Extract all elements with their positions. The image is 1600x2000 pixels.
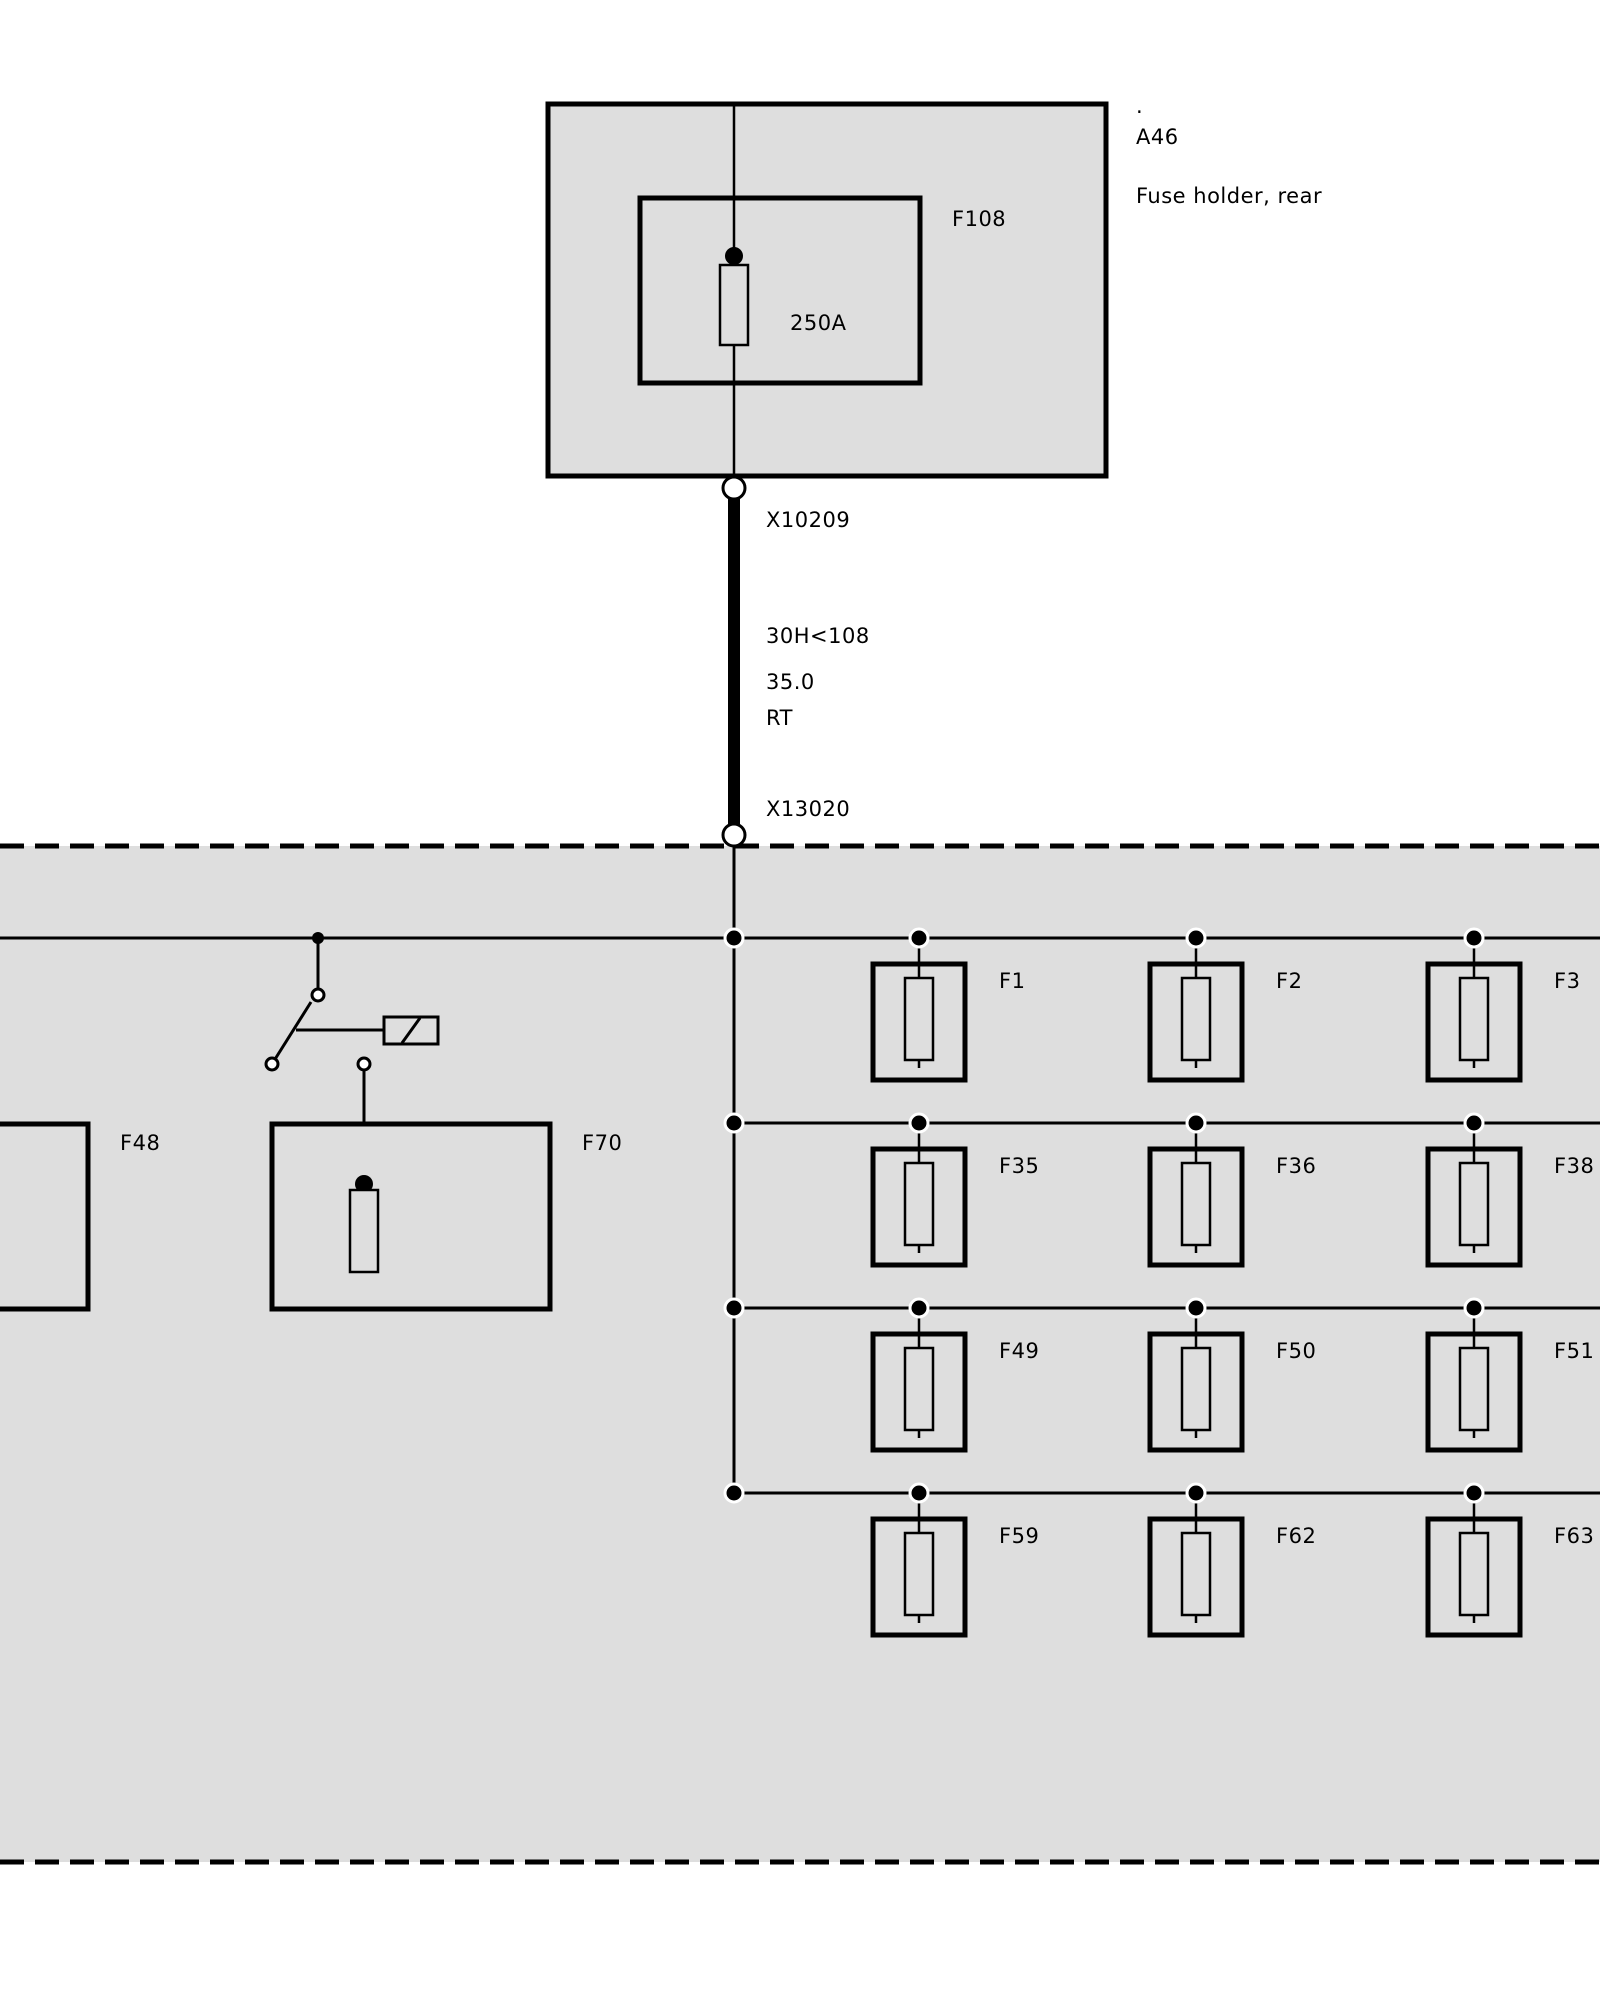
junction-dot [1185, 927, 1207, 949]
relay-switch-arm [270, 1001, 313, 1065]
fuse-f35-label: F35 [999, 1154, 1039, 1178]
wire-code: 30H<108 [766, 624, 870, 648]
fuse-f51-symbol [1458, 1346, 1490, 1432]
fuse-f62-label: F62 [1276, 1524, 1316, 1548]
fuse-f62-symbol [1180, 1531, 1212, 1617]
module-id: A46 [1136, 125, 1179, 149]
fuse-f63-label: F63 [1554, 1524, 1594, 1548]
junction-dot [1463, 1112, 1485, 1134]
fuse-f51-label: F51 [1554, 1339, 1594, 1363]
connector-bottom-label: X13020 [766, 797, 850, 821]
junction-dot [1463, 927, 1485, 949]
junction-dot [1463, 1297, 1485, 1319]
main-fuse-symbol [718, 263, 750, 347]
fuse-f70-label: F70 [582, 1131, 622, 1155]
relay-contact-icon [310, 987, 326, 1003]
connector-top-label: X10209 [766, 508, 850, 532]
fuse-f38-symbol [1458, 1161, 1490, 1247]
fuse-f2-label: F2 [1276, 969, 1302, 993]
fuse-f50-label: F50 [1276, 1339, 1316, 1363]
fuse-f63-symbol [1458, 1531, 1490, 1617]
junction-dot [723, 927, 745, 949]
fuse-f3-label: F3 [1554, 969, 1580, 993]
junction-dot [1463, 1482, 1485, 1504]
relay-contact-icon [264, 1056, 280, 1072]
fuse-f2-symbol [1180, 976, 1212, 1062]
module-dot: . [1136, 94, 1143, 118]
junction-dot [723, 1482, 745, 1504]
junction-dot [1185, 1297, 1207, 1319]
junction-dot [312, 932, 324, 944]
fuse-f70-box [269, 1121, 553, 1312]
wire-cross-section: 35.0 [766, 670, 815, 694]
junction-dot [908, 927, 930, 949]
junction-dot [908, 1297, 930, 1319]
fuse-f49-symbol [903, 1346, 935, 1432]
junction-dot [908, 1482, 930, 1504]
main-fuse-box [637, 195, 923, 386]
junction-dot [1185, 1112, 1207, 1134]
fuse-f59-label: F59 [999, 1524, 1039, 1548]
junction-dot [725, 247, 743, 265]
junction-dot [723, 1112, 745, 1134]
main-fuse-id: F108 [952, 207, 1006, 231]
fuse-f1-label: F1 [999, 969, 1025, 993]
fuse-box-area [0, 846, 1600, 1862]
fuse-f50-symbol [1180, 1346, 1212, 1432]
fuse-f38-label: F38 [1554, 1154, 1594, 1178]
wire-color: RT [766, 706, 793, 730]
fuse-f48-label: F48 [120, 1131, 160, 1155]
module-description: Fuse holder, rear [1136, 184, 1322, 208]
fuse-f36-symbol [1180, 1161, 1212, 1247]
fuse-f1-symbol [903, 976, 935, 1062]
fuse-f70-symbol [348, 1188, 380, 1274]
fuse-f36-label: F36 [1276, 1154, 1316, 1178]
connector-top-icon [721, 475, 747, 501]
fuse-f35-symbol [903, 1161, 935, 1247]
fuse-f48-box [0, 1121, 91, 1312]
relay-contact-icon [356, 1056, 372, 1072]
fuse-f3-symbol [1458, 976, 1490, 1062]
junction-dot [908, 1112, 930, 1134]
junction-dot [355, 1175, 373, 1193]
fuse-f49-label: F49 [999, 1339, 1039, 1363]
junction-dot [723, 1297, 745, 1319]
relay-coil-icon [382, 1015, 440, 1046]
main-fuse-rating: 250A [790, 311, 847, 335]
fuse-f59-symbol [903, 1531, 935, 1617]
junction-dot [1185, 1482, 1207, 1504]
relay-coil-diagonal [400, 1017, 422, 1044]
connector-bottom-icon [721, 822, 747, 848]
